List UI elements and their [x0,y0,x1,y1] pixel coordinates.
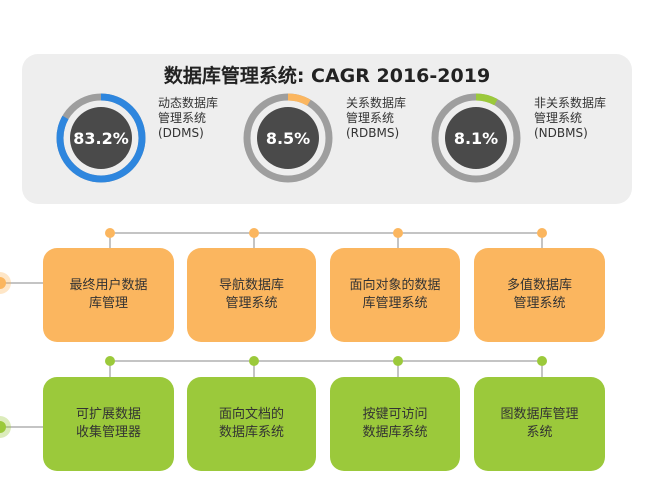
caption-line: (RDBMS) [346,126,400,140]
bus-node-orange [537,228,547,238]
ring-center [70,107,132,169]
ring-value: 83.2% [73,129,129,148]
caption-line: 非关系数据库 [534,96,607,110]
caption-line: 管理系统 [346,111,395,125]
ring-value: 8.1% [454,129,498,148]
ring-center [445,107,507,169]
caption-line: 关系数据库 [346,96,407,110]
caption-line: 管理系统 [534,111,583,125]
ring-chart-ddms: 83.2% [56,93,146,183]
bus-node-green [105,356,115,366]
ring-caption-rdbms: 关系数据库 管理系统 (RDBMS) [346,96,406,141]
ring-arc [431,93,521,183]
ring-caption-ddms: 动态数据库 管理系统 (DDMS) [158,96,218,141]
box-key-accessible-db: 按键可访问 数据库系统 [330,377,460,471]
side-node-orange [0,277,6,289]
box-end-user-db-management: 最终用户数据 库管理 [43,248,174,342]
ring-chart-ndbms: 8.1% [431,93,521,183]
caption-line: 管理系统 [158,111,207,125]
ring-arc [243,93,333,183]
caption-line: (DDMS) [158,126,204,140]
side-node-green [0,421,6,433]
box-graph-dbms: 图数据库管理 系统 [474,377,605,471]
ring-center [257,107,319,169]
bus-node-green [537,356,547,366]
ring-caption-ndbms: 非关系数据库 管理系统 (NDBMS) [534,96,606,141]
bus-node-orange [249,228,259,238]
ring-value: 8.5% [266,129,310,148]
bus-node-orange [105,228,115,238]
box-object-oriented-dbms: 面向对象的数据 库管理系统 [330,248,460,342]
bus-node-green [393,356,403,366]
bus-node-green [249,356,259,366]
bus-node-orange [393,228,403,238]
caption-line: (NDBMS) [534,126,588,140]
panel-title: 数据库管理系统: CAGR 2016-2019 [163,65,491,87]
caption-line: 动态数据库 [158,96,219,110]
box-navigational-dbms: 导航数据库 管理系统 [187,248,316,342]
ring-arc [56,93,146,183]
box-multivalue-dbms: 多值数据库 管理系统 [474,248,605,342]
ring-chart-rdbms: 8.5% [243,93,333,183]
box-extensible-data-collection-manager: 可扩展数据 收集管理器 [43,377,174,471]
box-document-oriented-db: 面向文档的 数据库系统 [187,377,316,471]
